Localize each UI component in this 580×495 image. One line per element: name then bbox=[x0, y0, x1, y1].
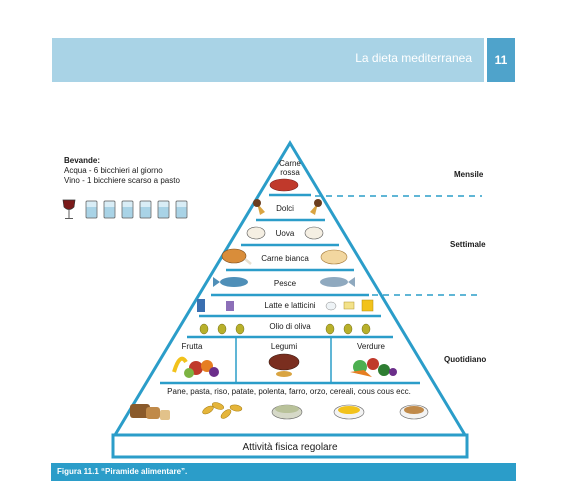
figure-caption: Figura 11.1 “Piramide alimentare”. bbox=[51, 463, 516, 481]
column-separators bbox=[235, 337, 332, 383]
tier-label-eggs: Uova bbox=[276, 229, 295, 238]
fish-icon bbox=[320, 277, 355, 287]
egg-icon bbox=[246, 226, 266, 240]
glasses-illustration bbox=[62, 199, 188, 219]
beverages-water: Acqua - 6 bicchieri al giorno bbox=[64, 166, 163, 175]
vegetables-icon bbox=[350, 358, 397, 377]
drink-glasses-row bbox=[60, 198, 200, 227]
water-glass-icon bbox=[103, 200, 116, 219]
frequency-guides bbox=[315, 195, 482, 296]
chapter-title: La dieta mediterranea bbox=[355, 51, 472, 65]
bread-icon bbox=[130, 404, 170, 420]
chicken-leg-icon bbox=[221, 248, 252, 265]
fish-icon bbox=[213, 277, 248, 287]
page-number: 11 bbox=[487, 38, 515, 82]
ice-cream-icon bbox=[310, 199, 322, 215]
tier-label-red-meat-2: rossa bbox=[280, 168, 300, 177]
water-glass-icon bbox=[121, 200, 134, 219]
water-glass-icon bbox=[175, 200, 188, 219]
pasta-icon bbox=[202, 402, 243, 419]
beverages-wine: Vino - 1 bicchiere scarso a pasto bbox=[64, 176, 180, 185]
water-glass-icon bbox=[157, 200, 170, 219]
tier-label-olive-oil: Olio di oliva bbox=[269, 322, 311, 331]
base-label-physical-activity: Attività fisica regolare bbox=[242, 442, 337, 453]
tier-label-fish: Pesce bbox=[274, 279, 297, 288]
tier-separators bbox=[160, 193, 420, 385]
tier-label-white-meat: Carne bianca bbox=[261, 254, 309, 263]
chicken-breast-icon bbox=[320, 249, 348, 265]
tier-label-red-meat-1: Carne bbox=[279, 159, 301, 168]
legumes-bowl-icon bbox=[268, 353, 300, 377]
tier-label-grains: Pane, pasta, riso, patate, polenta, farr… bbox=[167, 387, 411, 396]
tier-label-legumes: Legumi bbox=[271, 342, 297, 351]
cheese-icon bbox=[343, 301, 355, 310]
page-header-bar: La dieta mediterranea bbox=[52, 38, 484, 82]
wine-glass-icon bbox=[62, 199, 76, 219]
ice-cream-icon bbox=[253, 199, 265, 215]
frequency-daily: Quotidiano bbox=[444, 355, 487, 364]
tier-label-sweets: Dolci bbox=[276, 204, 294, 213]
water-glass-icon bbox=[139, 200, 152, 219]
olive-oil-bottles-icon bbox=[199, 323, 371, 335]
fruit-basket-icon bbox=[172, 356, 219, 378]
tier-label-vegetables: Verdure bbox=[357, 342, 386, 351]
tier-label-fruit: Frutta bbox=[182, 342, 203, 351]
tier-label-dairy: Latte e latticini bbox=[264, 301, 315, 310]
pyramid-base-box bbox=[111, 433, 469, 459]
polenta-plate-icon bbox=[333, 404, 365, 420]
yogurt-icon bbox=[226, 301, 234, 311]
milk-carton-icon bbox=[197, 299, 205, 312]
water-glass-icon bbox=[85, 200, 98, 219]
mozzarella-icon bbox=[325, 301, 337, 311]
beverages-legend: Bevande: Acqua - 6 bicchieri al giorno V… bbox=[64, 156, 180, 186]
beverages-title: Bevande: bbox=[64, 156, 101, 165]
rice-bowl-icon bbox=[271, 404, 303, 420]
cheese-wedge-icon bbox=[361, 299, 374, 312]
cereal-bowl-icon bbox=[399, 404, 429, 420]
frequency-weekly: Settimale bbox=[450, 240, 486, 249]
steak-icon bbox=[269, 178, 299, 192]
egg-icon bbox=[304, 226, 324, 240]
frequency-monthly: Mensile bbox=[454, 170, 484, 179]
